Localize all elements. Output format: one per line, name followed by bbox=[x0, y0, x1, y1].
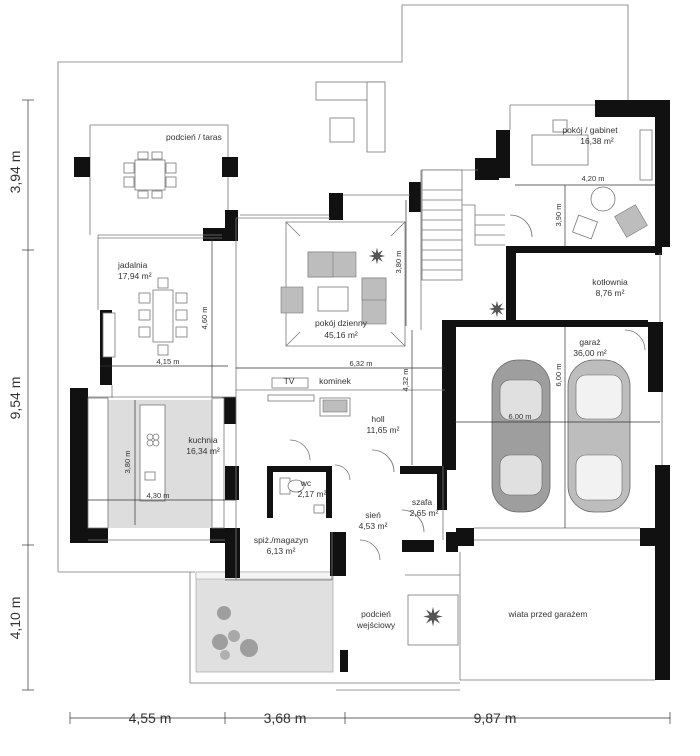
area-gabinet: 16,38 m² bbox=[580, 136, 614, 146]
dim-600-vertical: 6,00 m bbox=[554, 364, 563, 387]
terrace-deck bbox=[189, 571, 336, 684]
dining-table bbox=[102, 277, 188, 358]
area-spiz: 6,13 m² bbox=[267, 546, 296, 556]
dim-632: 6,32 m bbox=[350, 359, 373, 368]
room-labels: podcień / taras jadalnia 17,94 m² pokój … bbox=[117, 125, 628, 630]
outer-dimension-labels: 3,94 m 9,54 m 4,10 m 4,55 m 3,68 m 9,87 … bbox=[7, 151, 516, 726]
label-tv: TV bbox=[284, 376, 295, 386]
area-jadalnia: 17,94 m² bbox=[118, 271, 152, 281]
terrace-table bbox=[123, 151, 177, 199]
label-kuchnia: kuchnia bbox=[188, 435, 218, 445]
walls bbox=[70, 100, 670, 680]
label-sien: sień bbox=[365, 510, 381, 520]
area-pokoj-dzienny: 45,16 m² bbox=[324, 330, 358, 340]
dim-415: 4,15 m bbox=[157, 357, 180, 366]
plants bbox=[212, 606, 258, 660]
label-kominek: kominek bbox=[319, 376, 351, 386]
kitchen-furniture bbox=[87, 397, 225, 529]
dim-left-bottom: 4,10 m bbox=[7, 597, 23, 640]
dim-380-living: 3,80 m bbox=[394, 251, 403, 274]
dim-left-mid: 9,54 m bbox=[7, 377, 23, 420]
decorative-plants: ✷ ✷ ✷ ✷ bbox=[368, 244, 506, 646]
dim-600-horizontal: 6,00 m bbox=[509, 412, 532, 421]
label-wejsciowy: wejściowy bbox=[356, 620, 396, 630]
car-right bbox=[567, 359, 631, 513]
dim-bottom-3: 9,87 m bbox=[474, 710, 517, 726]
area-holl: 11,65 m² bbox=[367, 425, 400, 435]
area-kuchnia: 16,34 m² bbox=[186, 446, 220, 456]
outer-dimension-lines bbox=[22, 99, 671, 724]
label-jadalnia: jadalnia bbox=[117, 260, 148, 270]
dim-bottom-2: 3,68 m bbox=[264, 710, 307, 726]
wc-fixtures bbox=[279, 477, 325, 514]
area-szafa: 2,65 m² bbox=[410, 508, 439, 518]
inner-dimension-labels: 4,15 m 4,60 m 6,32 m 3,80 m 4,32 m 4,20 … bbox=[123, 174, 604, 500]
staircase bbox=[421, 169, 505, 281]
label-podcien: podcień bbox=[361, 609, 391, 619]
label-kotlownia: kotłownia bbox=[592, 277, 628, 287]
label-garaz: garaż bbox=[579, 337, 600, 347]
dim-left-top: 3,94 m bbox=[7, 151, 23, 194]
label-pokoj-dzienny: pokój dzienny bbox=[315, 318, 368, 328]
area-sien: 4,53 m² bbox=[359, 521, 388, 531]
door-swings bbox=[289, 214, 646, 561]
dim-460: 4,60 m bbox=[200, 307, 209, 330]
area-kotlownia: 8,76 m² bbox=[596, 288, 625, 298]
partitions bbox=[88, 104, 663, 691]
label-holl: holl bbox=[371, 414, 384, 424]
dim-380-kitchen: 3,80 m bbox=[123, 451, 132, 474]
outdoor-sofa bbox=[315, 81, 386, 153]
svg-text:✷: ✷ bbox=[488, 297, 506, 322]
label-spiz: spiż./magazyn bbox=[254, 535, 309, 545]
label-wiata: wiata przed garażem bbox=[508, 609, 588, 619]
living-room-furniture bbox=[267, 221, 406, 417]
dim-430: 4,30 m bbox=[147, 491, 170, 500]
office-furniture bbox=[531, 119, 653, 240]
svg-text:✷: ✷ bbox=[422, 602, 444, 632]
area-garaz: 36,00 m² bbox=[573, 348, 607, 358]
car-left bbox=[491, 359, 551, 513]
label-gabinet: pokój / gabinet bbox=[562, 125, 618, 135]
svg-text:✷: ✷ bbox=[368, 244, 386, 269]
dim-390: 3,90 m bbox=[554, 204, 563, 227]
inner-dimension-lines bbox=[88, 184, 660, 528]
label-wc: wc bbox=[300, 478, 312, 488]
dim-420: 4,20 m bbox=[582, 174, 605, 183]
area-wc: 2,17 m² bbox=[298, 489, 327, 499]
dim-432: 4,32 m bbox=[401, 369, 410, 392]
dim-bottom-1: 4,55 m bbox=[129, 710, 172, 726]
label-szafa: szafa bbox=[412, 497, 433, 507]
label-taras: podcień / taras bbox=[166, 132, 222, 142]
